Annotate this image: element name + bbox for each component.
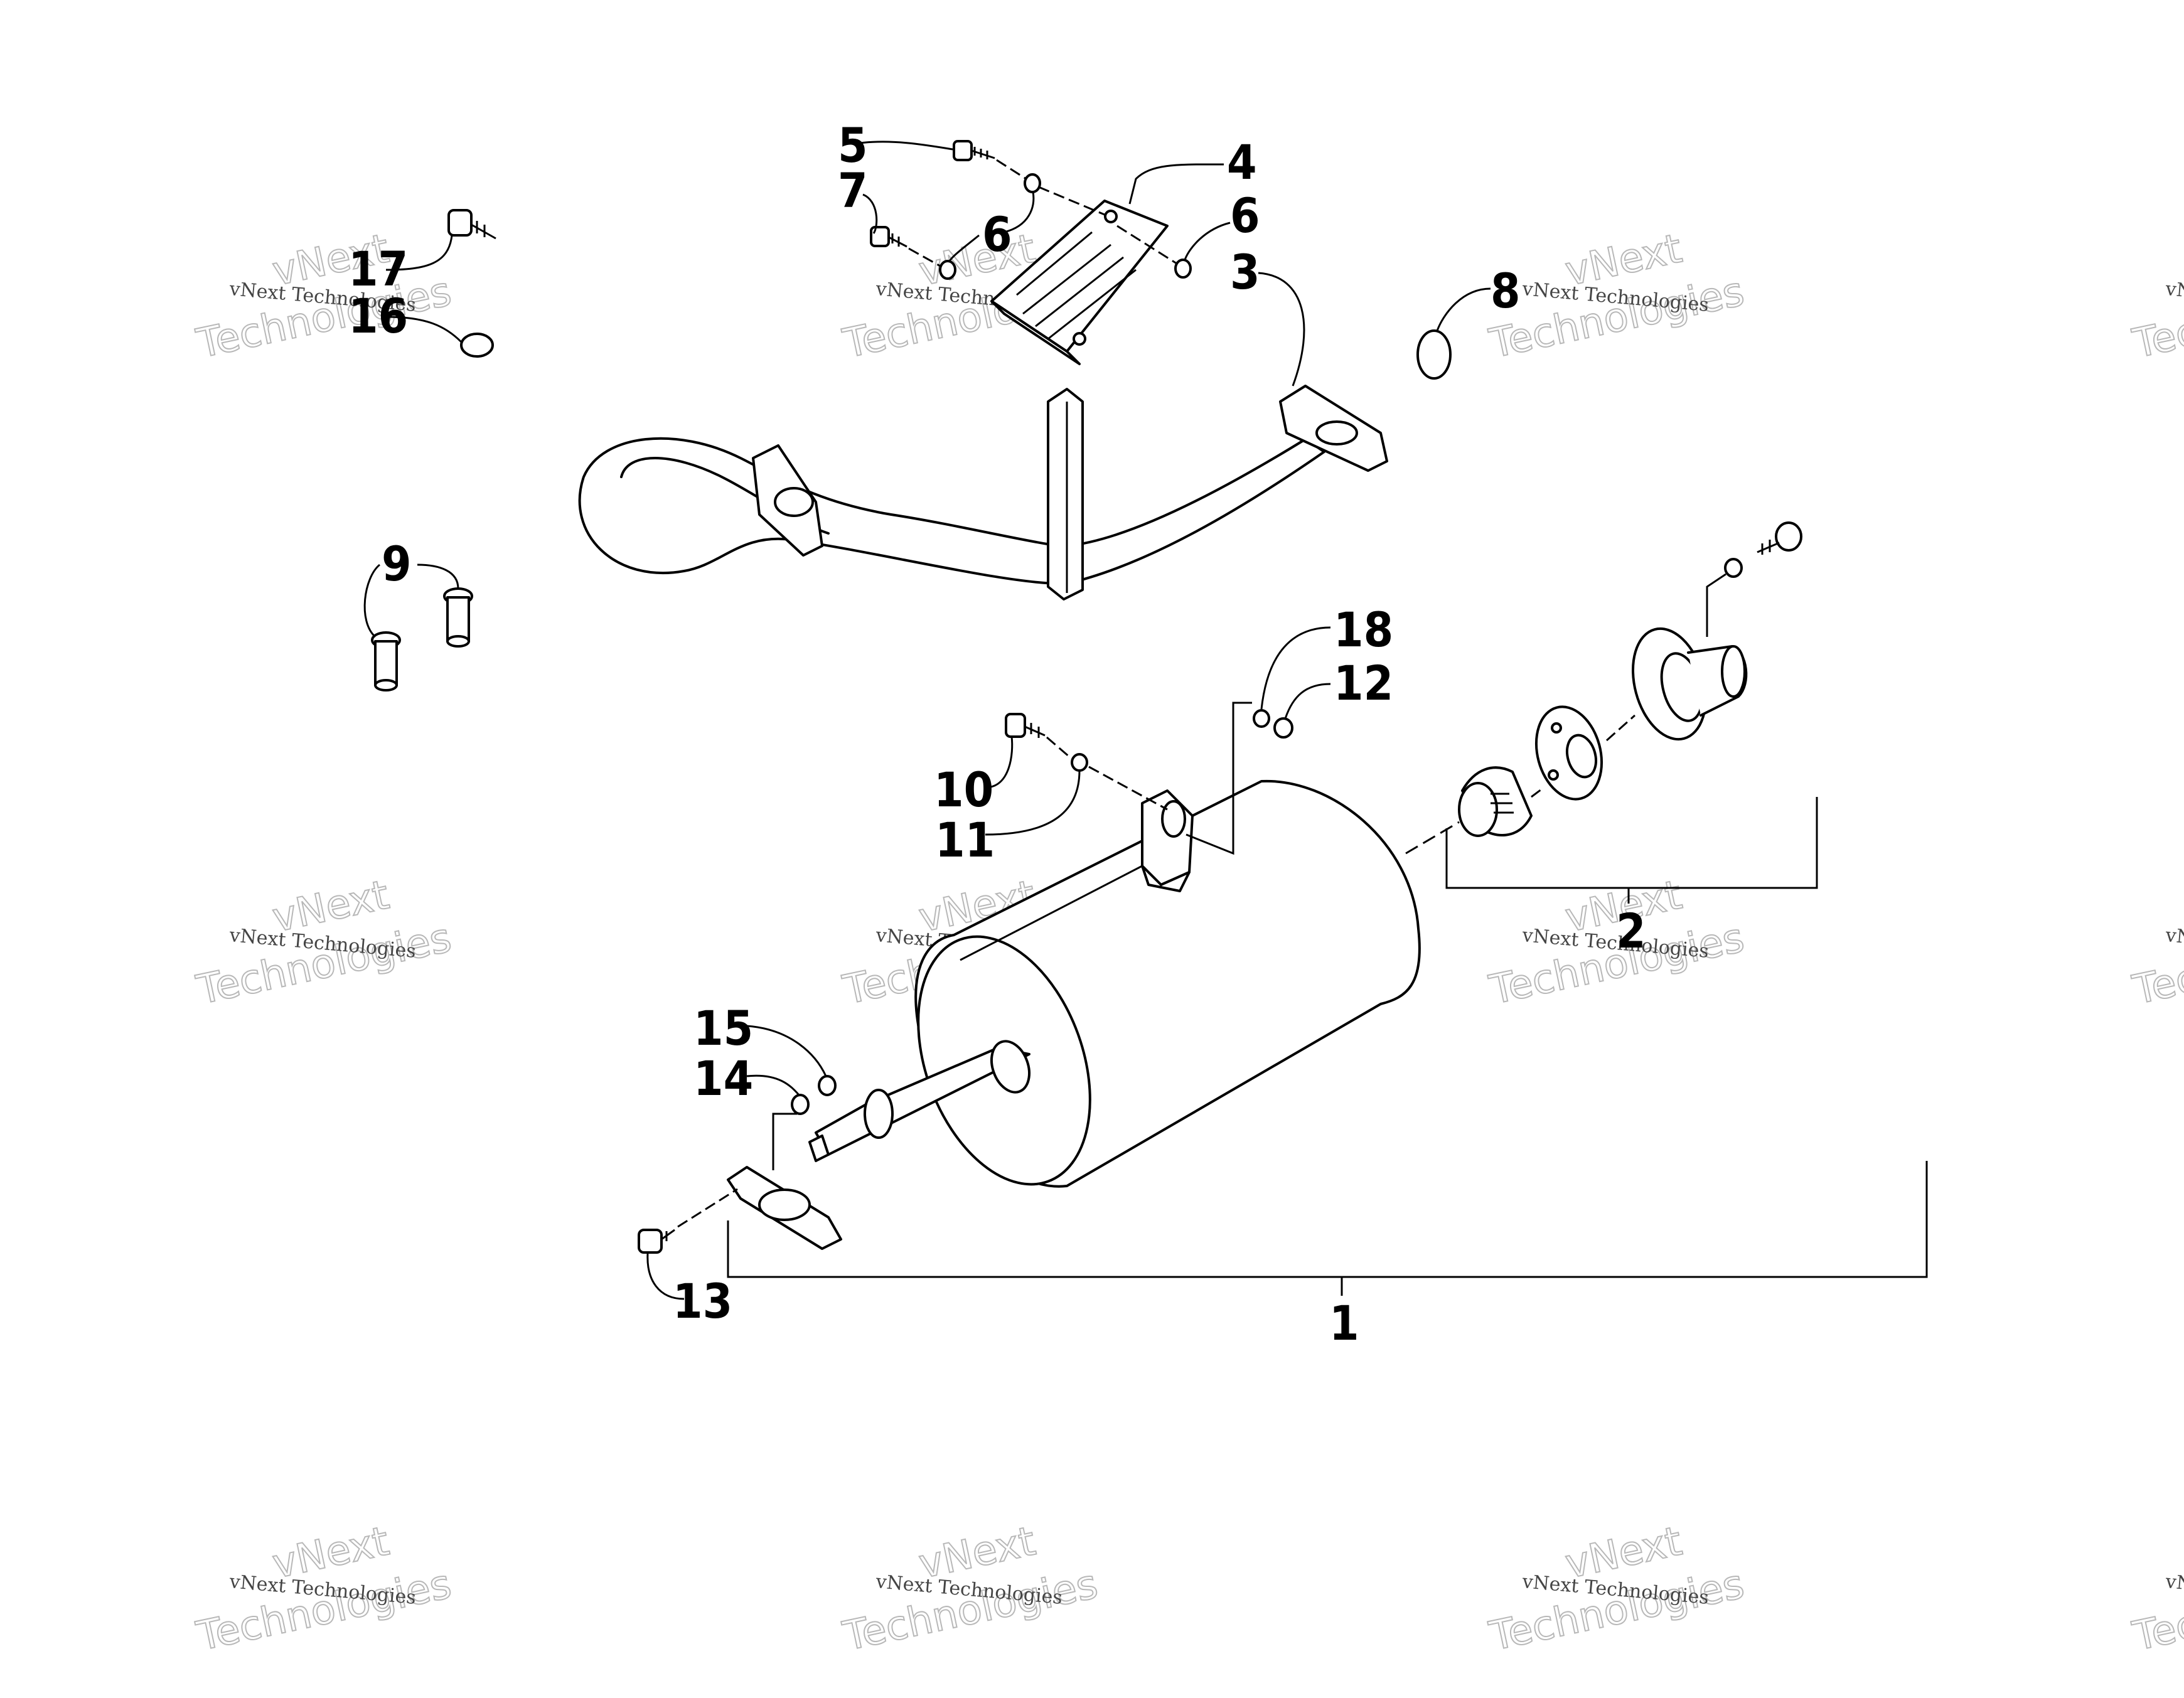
header-pipe	[578, 385, 1388, 601]
callout-3: 3	[1230, 244, 1260, 300]
spark-arrestor	[1458, 627, 1748, 837]
callout-10: 10	[934, 762, 993, 818]
washer-6-right	[1174, 259, 1192, 279]
callout-11: 11	[935, 812, 995, 868]
callout-15: 15	[693, 1000, 753, 1056]
callout-6b: 6	[1230, 188, 1260, 243]
callout-1: 1	[1329, 1295, 1359, 1351]
callout-13: 13	[673, 1273, 732, 1329]
heat-shield-bracket	[990, 200, 1169, 365]
screw-13	[638, 1229, 675, 1254]
callout-14: 14	[693, 1050, 753, 1106]
screw-7	[870, 226, 907, 248]
washer-11	[1071, 753, 1088, 772]
arrestor-screw	[1724, 521, 1802, 578]
washer-6-upper	[1024, 173, 1041, 193]
callout-8: 8	[1491, 263, 1521, 319]
callout-5: 5	[838, 117, 868, 173]
gasket-8	[1416, 329, 1452, 380]
callout-6a: 6	[982, 206, 1012, 262]
gasket-16	[460, 333, 494, 358]
callout-16: 16	[348, 288, 408, 344]
callout-12: 12	[1334, 655, 1393, 711]
washer-14	[791, 1094, 810, 1115]
muffler	[727, 779, 1421, 1250]
callout-7: 7	[838, 163, 868, 218]
grommet-9-right	[443, 587, 473, 648]
washer-6-lower	[939, 260, 956, 280]
callout-17: 17	[348, 241, 408, 297]
callout-2: 2	[1616, 903, 1646, 959]
screw-10	[1005, 713, 1046, 738]
nut-12	[1273, 717, 1293, 739]
callout-labels: 5 4 7 6 6 3 8 17 16 9 18 12 10 11 2 15 1…	[348, 117, 1646, 1351]
callout-4: 4	[1227, 134, 1257, 190]
screw-5	[953, 140, 995, 161]
washer-18	[1253, 709, 1270, 728]
leader-lines	[363, 141, 1928, 1300]
screw-17	[447, 209, 496, 240]
nut-15	[818, 1075, 837, 1096]
callout-9: 9	[382, 536, 412, 592]
callout-18: 18	[1334, 602, 1393, 658]
grommet-9-left	[371, 631, 401, 691]
